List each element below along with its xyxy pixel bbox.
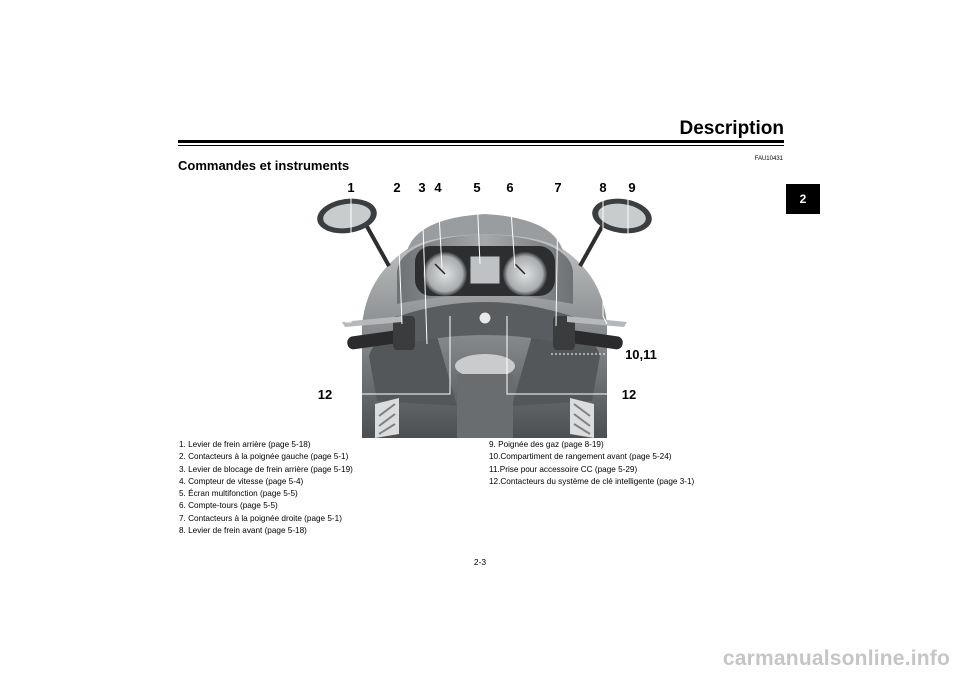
reference-code: FAU10431 xyxy=(754,156,783,162)
callout-1: 1 xyxy=(347,180,354,195)
page-number: 2-3 xyxy=(473,557,487,567)
callout-9: 9 xyxy=(628,180,635,195)
legend-item: 7. Contacteurs à la poignée droite (page… xyxy=(179,513,342,523)
callout-8: 8 xyxy=(599,180,606,195)
section-heading: Commandes et instruments xyxy=(178,158,350,173)
legend-item: 11.Prise pour accessoire CC (page 5-29) xyxy=(489,464,638,474)
page-header-title: Description xyxy=(679,118,784,139)
header-rule-thick xyxy=(178,140,784,143)
callout-6: 6 xyxy=(506,180,513,195)
callout-12-left: 12 xyxy=(318,387,332,402)
chapter-tab: 2 xyxy=(786,184,820,214)
legend-item: 3. Levier de blocage de frein arrière (p… xyxy=(179,464,353,474)
callout-4: 4 xyxy=(434,180,442,195)
header-rule-thin xyxy=(178,145,784,146)
watermark-link[interactable]: carmanualsonline.info xyxy=(722,647,950,670)
legend-list-left: 1. Levier de frein arrière (page 5-18) 2… xyxy=(179,439,353,537)
legend-item: 1. Levier de frein arrière (page 5-18) xyxy=(179,440,311,449)
legend-item: 10.Compartiment de rangement avant (page… xyxy=(489,452,672,462)
scooter-cockpit-illustration: 1 2 3 4 5 6 7 8 9 10,11 12 12 xyxy=(317,180,657,438)
legend-item: 9. Poignée des gaz (page 8-19) xyxy=(489,440,604,449)
callout-12-right: 12 xyxy=(622,387,636,402)
callout-7: 7 xyxy=(554,180,561,195)
callout-5: 5 xyxy=(473,180,480,195)
callout-3: 3 xyxy=(418,180,425,195)
legend-item: 4. Compteur de vitesse (page 5-4) xyxy=(179,476,304,486)
legend-item: 5. Écran multifonction (page 5-5) xyxy=(179,489,298,499)
legend-list-right: 9. Poignée des gaz (page 8-19) 10.Compar… xyxy=(489,439,694,488)
legend-item: 6. Compte-tours (page 5-5) xyxy=(179,501,278,511)
legend-item: 8. Levier de frein avant (page 5-18) xyxy=(179,526,307,536)
callout-2: 2 xyxy=(393,180,400,195)
callout-10-11: 10,11 xyxy=(625,347,657,362)
legend-item: 2. Contacteurs à la poignée gauche (page… xyxy=(179,452,349,462)
legend-item: 12.Contacteurs du système de clé intelli… xyxy=(489,476,695,486)
